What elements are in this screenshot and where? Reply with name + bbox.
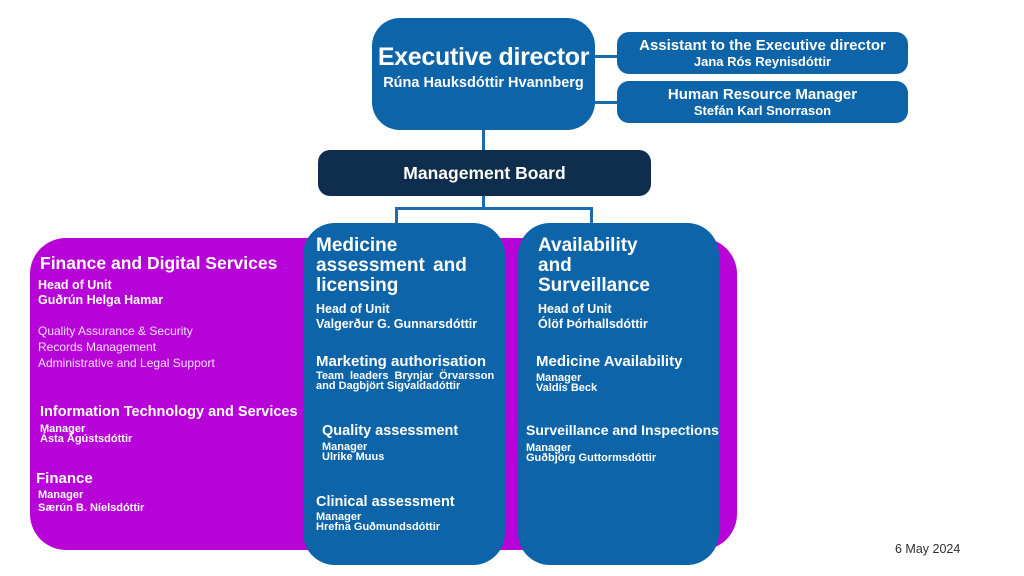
marketing-team-leaders-line: Team leaders Brynjar Örvarsson <box>316 370 495 382</box>
marketing-team-leaders-line: and Dagbjört Sigvaldadóttir <box>316 380 461 392</box>
quality-assessment-role: Manager <box>322 441 368 453</box>
availability-head-name: Ólöf Þórhallsdóttir <box>538 317 648 331</box>
medicine-assessment-box: Medicine assessment and licensing Head o… <box>303 223 505 565</box>
assistant-box: Assistant to the Executive director Jana… <box>617 32 908 74</box>
surveillance-inspections-manager-name: Guðbjörg Guttormsdóttir <box>526 452 657 464</box>
quality-assessment-title: Quality assessment <box>322 423 459 439</box>
management-board-title: Management Board <box>403 163 566 183</box>
finance-section-title: Finance <box>36 470 93 487</box>
marketing-authorisation-title: Marketing authorisation <box>316 353 487 370</box>
executive-director-box: Executive director Rúna Hauksdóttir Hvan… <box>372 18 595 130</box>
availability-unit-title-line: Surveillance <box>538 275 650 296</box>
connector-branch-horizontal <box>395 207 593 210</box>
connector-exec-board <box>482 130 485 151</box>
assistant-title: Assistant to the Executive director <box>639 37 886 54</box>
connector-board-stem <box>482 196 485 209</box>
finance-section-manager-name: Særún B. Níelsdóttir <box>38 502 145 514</box>
it-services-section-title: Information Technology and Services <box>40 404 298 420</box>
medicine-unit-title-line: Medicine <box>316 235 398 256</box>
medicine-head-label: Head of Unit <box>316 302 390 316</box>
connector-exec-assistant <box>594 55 618 58</box>
medicine-availability-role: Manager <box>536 372 582 384</box>
finance-service-item: Administrative and Legal Support <box>38 356 215 370</box>
clinical-assessment-title: Clinical assessment <box>316 494 455 510</box>
connector-exec-hr <box>594 101 618 104</box>
finance-service-item: Records Management <box>38 340 157 354</box>
finance-unit-title: Finance and Digital Services <box>40 253 278 273</box>
finance-head-name: Guðrún Helga Hamar <box>38 293 164 307</box>
it-services-role: Manager <box>40 423 86 435</box>
medicine-availability-manager-name: Valdís Beck <box>536 382 598 394</box>
connector-branch-left-drop <box>395 207 398 226</box>
finance-service-item: Quality Assurance & Security <box>38 324 193 338</box>
it-services-manager-name: Ásta Ágústsdóttir <box>40 433 133 445</box>
medicine-head-name: Valgerður G. Gunnarsdóttir <box>316 317 478 331</box>
availability-unit-title-line: Availability <box>538 235 638 256</box>
connector-branch-right-drop <box>590 207 593 226</box>
executive-director-name: Rúna Hauksdóttir Hvannberg <box>383 75 584 91</box>
finance-head-label: Head of Unit <box>38 278 112 292</box>
availability-surveillance-box: Availability and Surveillance Head of Un… <box>518 223 719 565</box>
chart-date: 6 May 2024 <box>895 542 961 556</box>
hr-manager-box: Human Resource Manager Stefán Karl Snorr… <box>617 81 908 123</box>
surveillance-inspections-role: Manager <box>526 442 572 454</box>
hr-manager-name: Stefán Karl Snorrason <box>693 103 832 118</box>
availability-head-label: Head of Unit <box>538 302 612 316</box>
clinical-assessment-role: Manager <box>316 511 362 523</box>
medicine-unit-title-line: assessment and <box>316 255 467 276</box>
medicine-availability-title: Medicine Availability <box>536 353 683 370</box>
assistant-name: Jana Rós Reynisdóttir <box>693 54 832 69</box>
quality-assessment-manager-name: Ulrike Muus <box>322 451 385 463</box>
medicine-unit-title-line: licensing <box>316 275 399 296</box>
surveillance-inspections-title: Surveillance and Inspections <box>526 422 719 438</box>
finance-section-role: Manager <box>38 489 84 501</box>
management-board-box: Management Board <box>318 150 651 196</box>
availability-unit-title-line: and <box>538 255 572 276</box>
executive-director-title: Executive director <box>377 43 590 71</box>
hr-manager-title: Human Resource Manager <box>667 86 858 103</box>
clinical-assessment-manager-name: Hrefna Guðmundsdóttir <box>316 521 441 533</box>
